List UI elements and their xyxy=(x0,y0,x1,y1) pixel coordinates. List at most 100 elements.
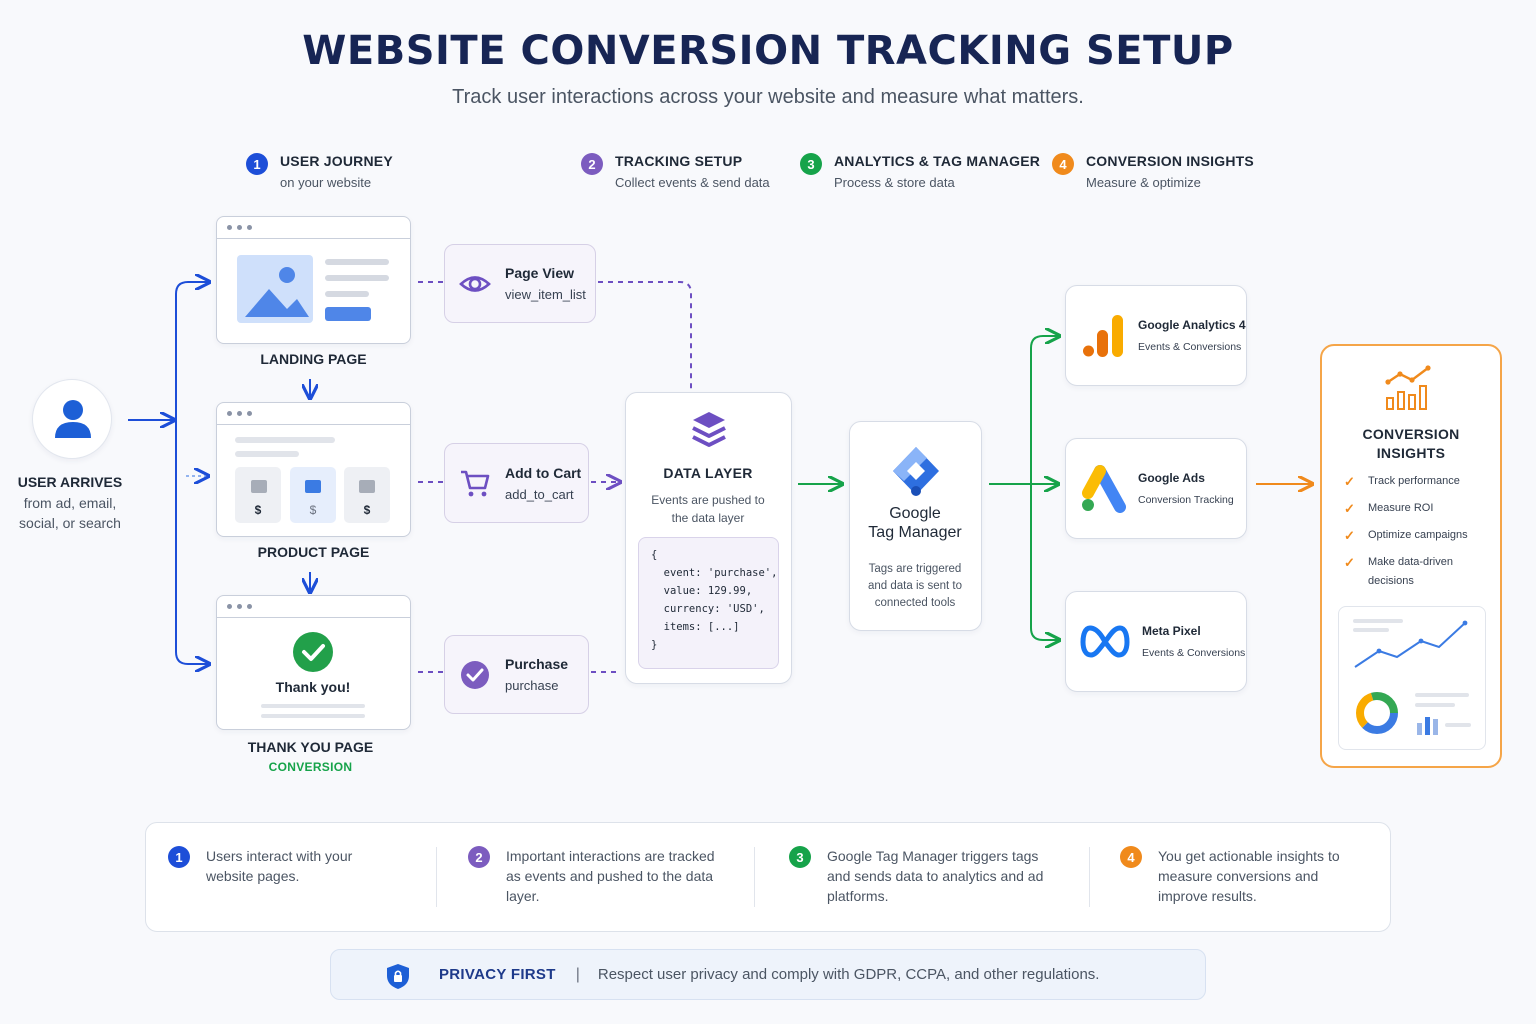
step-subtitle: Measure & optimize xyxy=(1086,175,1201,190)
destination-name: Meta Pixel xyxy=(1142,624,1201,638)
landing-page-window xyxy=(216,216,411,344)
dashboard-chart-icon xyxy=(1353,619,1471,735)
growth-chart-icon xyxy=(1385,365,1431,410)
browser-bar xyxy=(217,217,410,239)
summary-item: 1 Users interact with your website pages… xyxy=(168,846,428,886)
summary-divider xyxy=(754,847,755,907)
data-layer-panel: DATA LAYER Events are pushed to the data… xyxy=(625,392,792,684)
gtm-icon xyxy=(893,447,939,496)
product-price: $ xyxy=(309,503,317,517)
summary-text: Important interactions are tracked as ev… xyxy=(506,848,715,904)
summary-item: 3 Google Tag Manager triggers tags and s… xyxy=(789,846,1079,906)
step-badge: 4 xyxy=(1052,153,1074,175)
gtm-name: Google xyxy=(889,505,941,522)
privacy-text: Respect user privacy and comply with GDP… xyxy=(597,966,1100,983)
summary-text: You get actionable insights to measure c… xyxy=(1158,848,1340,904)
meta-icon xyxy=(1080,625,1130,657)
thankyou-page-window: Thank you! xyxy=(216,595,411,730)
thankyou-page-label: THANK YOU PAGE xyxy=(247,739,374,755)
gtm-desc: Tags are triggered xyxy=(868,563,962,575)
step-header-2: 2 TRACKING SETUP Collect events & send d… xyxy=(581,153,770,190)
summary-item: 2 Important interactions are tracked as … xyxy=(468,846,748,906)
check-circle-icon xyxy=(461,660,489,689)
privacy-separator: | xyxy=(575,965,580,983)
gtm-name: Tag Manager xyxy=(868,524,962,541)
product-page-illustration xyxy=(235,437,390,523)
text-placeholder xyxy=(261,704,365,708)
browser-bar xyxy=(217,403,410,425)
user-avatar xyxy=(32,379,112,459)
gtm-desc: connected tools xyxy=(874,597,956,609)
step-subtitle: on your website xyxy=(280,175,372,190)
step-badge: 3 xyxy=(800,153,822,175)
step-badge: 1 xyxy=(246,153,268,175)
summary-divider xyxy=(1089,847,1090,907)
step-title: CONVERSION INSIGHTS xyxy=(1086,153,1254,169)
insight-item: ✓Track performance xyxy=(1344,474,1460,489)
step-badge: 3 xyxy=(789,846,811,868)
destination-sub: Conversion Tracking xyxy=(1138,494,1234,506)
event-card-purchase: Purchase purchase xyxy=(444,635,589,714)
product-price: $ xyxy=(363,503,371,517)
step-header-4: 4 CONVERSION INSIGHTS Measure & optimize xyxy=(1052,153,1254,190)
destination-sub: Events & Conversions xyxy=(1138,341,1242,353)
insight-item: ✓Make data-driven decisions xyxy=(1344,553,1494,591)
step-badge: 2 xyxy=(581,153,603,175)
success-check-icon xyxy=(293,632,333,672)
step-subtitle: Process & store data xyxy=(834,175,955,190)
summary-text: Google Tag Manager triggers tags and sen… xyxy=(827,848,1044,904)
summary-divider xyxy=(436,847,437,907)
step-badge: 4 xyxy=(1120,846,1142,868)
summary-item: 4 You get actionable insights to measure… xyxy=(1120,846,1380,906)
cart-icon xyxy=(461,470,490,497)
event-title: Purchase xyxy=(505,656,569,672)
check-icon: ✓ xyxy=(1344,501,1355,516)
summary-panel: 1 Users interact with your website pages… xyxy=(145,822,1391,932)
landing-page-illustration xyxy=(237,255,389,323)
shield-icon xyxy=(387,964,409,989)
product-price: $ xyxy=(254,503,262,517)
browser-bar xyxy=(217,596,410,618)
page-title: WEBSITE CONVERSION TRACKING SETUP xyxy=(302,28,1234,74)
step-header-3: 3 ANALYTICS & TAG MANAGER Process & stor… xyxy=(800,153,1040,190)
event-code: add_to_cart xyxy=(505,486,574,502)
data-layer-title: DATA LAYER xyxy=(663,465,753,481)
google-ads-icon xyxy=(1082,464,1126,513)
destination-sub: Events & Conversions xyxy=(1142,647,1246,659)
summary-text: Users interact with your website pages. xyxy=(206,848,353,884)
conversion-label: CONVERSION xyxy=(268,760,353,774)
step-header-1: 1 USER JOURNEY on your website xyxy=(246,153,393,190)
step-title: ANALYTICS & TAG MANAGER xyxy=(834,153,1041,169)
insight-item: ✓Measure ROI xyxy=(1344,501,1434,516)
user-icon xyxy=(55,400,91,438)
event-code: purchase xyxy=(505,678,559,693)
destination-google-analytics: Google Analytics 4 Events & Conversions xyxy=(1065,285,1247,386)
destination-name: Google Analytics 4 xyxy=(1138,318,1246,332)
event-title: Page View xyxy=(505,265,575,281)
product-page-window: $ $ $ xyxy=(216,402,411,537)
event-card-add-to-cart: Add to Cart add_to_cart xyxy=(444,443,589,523)
eye-icon xyxy=(459,275,491,292)
data-layer-desc: the data layer xyxy=(671,511,745,525)
destination-meta-pixel: Meta Pixel Events & Conversions xyxy=(1065,591,1247,692)
check-icon: ✓ xyxy=(1344,474,1355,489)
dashboard-illustration xyxy=(1338,606,1486,750)
text-placeholder xyxy=(261,714,365,718)
user-arrives-line: social, or search xyxy=(19,515,121,531)
gtm-panel: Google Tag Manager Tags are triggered an… xyxy=(849,421,982,631)
user-arrives-label: USER ARRIVES from ad, email, social, or … xyxy=(10,474,130,533)
step-badge: 1 xyxy=(168,846,190,868)
event-title: Add to Cart xyxy=(505,464,582,481)
destination-google-ads: Google Ads Conversion Tracking xyxy=(1065,438,1247,539)
thankyou-text: Thank you! xyxy=(275,679,351,695)
event-card-page-view: Page View view_item_list xyxy=(444,244,596,323)
analytics-icon xyxy=(1083,314,1123,357)
destination-name: Google Ads xyxy=(1138,471,1205,485)
insights-list: ✓Track performance ✓Measure ROI ✓Optimiz… xyxy=(1344,472,1494,599)
data-layer-code: { event: 'purchase', value: 129.99, curr… xyxy=(638,537,779,669)
privacy-title: PRIVACY FIRST xyxy=(439,966,556,983)
user-arrives-line: from ad, email, xyxy=(23,495,117,511)
event-code: view_item_list xyxy=(505,287,586,302)
check-icon: ✓ xyxy=(1344,528,1355,543)
user-arrives-title: USER ARRIVES xyxy=(17,474,123,490)
